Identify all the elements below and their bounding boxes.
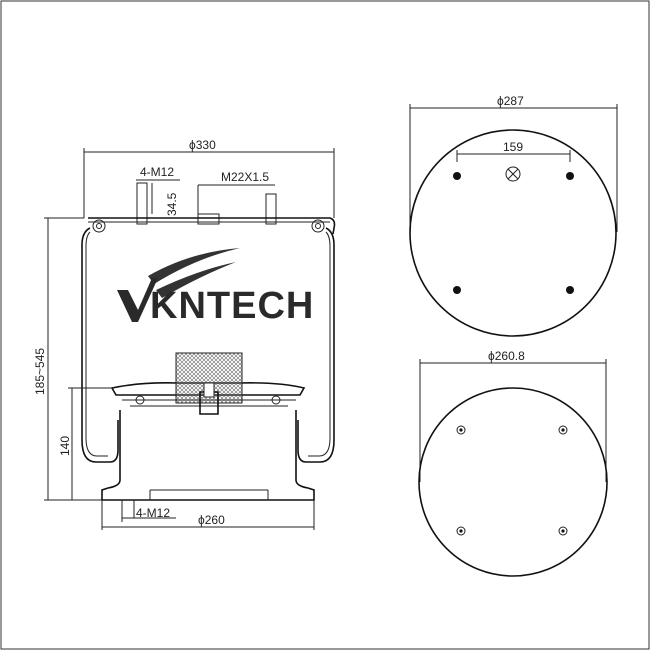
bottom-plate-circle — [418, 387, 608, 577]
bead-crimp-right-inner — [315, 223, 321, 229]
bead-crimp-right — [311, 219, 325, 233]
bolt-spacing-label: 159 — [503, 140, 523, 154]
top-plate-diameter-label: ϕ287 — [497, 94, 524, 108]
bellows-left-inner — [85, 231, 108, 457]
top-plate-view: ϕ287 159 — [409, 94, 618, 337]
bottom-studs-label: 4-M12 — [136, 506, 170, 520]
bottom-stud-hole — [558, 425, 568, 435]
center-bolt-head — [203, 382, 215, 398]
bellows-right-inner — [308, 231, 331, 457]
bead-crimp-left-inner — [96, 223, 102, 229]
top-studs-label: 4-M12 — [140, 165, 174, 179]
piston-bead-right — [271, 395, 281, 405]
brand-name: KNTECH — [150, 285, 314, 327]
air-inlet-port — [505, 166, 521, 182]
bead-crimp-left — [92, 219, 106, 233]
air-fitting-label: M22X1.5 — [221, 170, 269, 184]
bottom-stud-hole — [456, 425, 466, 435]
top-stud-hole — [453, 172, 461, 180]
air-fitting — [197, 213, 220, 225]
bottom-stud-hole — [558, 526, 568, 536]
piston-bead-left — [135, 395, 145, 405]
piston-height-label: 140 — [58, 436, 72, 456]
piston-body — [101, 410, 315, 501]
bottom-plate-view: ϕ260.8 — [418, 349, 608, 577]
bottom-stud-hole — [456, 526, 466, 536]
top-stud-hole — [566, 172, 574, 180]
top-stud-hole — [566, 286, 574, 294]
logo-v-mark — [117, 278, 158, 322]
side-view: ϕ330 4-M12 34.5 M22X1.5 — [33, 138, 336, 530]
bottom-plate-diameter-label: ϕ260.8 — [488, 349, 525, 363]
height-range-label: 185~545 — [33, 348, 47, 395]
top-diameter-label: ϕ330 — [189, 138, 216, 152]
top-stud-right — [265, 193, 277, 225]
logo-swoosh-lower — [156, 262, 236, 298]
air-inlet-cross — [507, 168, 519, 180]
bellows-left — [81, 227, 119, 463]
top-bead-plate — [88, 217, 336, 235]
top-plate-circle — [409, 129, 617, 337]
top-stud-hole — [453, 286, 461, 294]
brand-logo: KNTECH — [117, 248, 314, 327]
bellows-right — [297, 227, 335, 463]
stud-height-label: 34.5 — [165, 192, 179, 216]
piston-base — [149, 489, 269, 500]
top-stud-left — [136, 182, 148, 225]
bottom-diameter-label: ϕ260 — [198, 513, 225, 527]
logo-swoosh-upper — [148, 248, 240, 284]
